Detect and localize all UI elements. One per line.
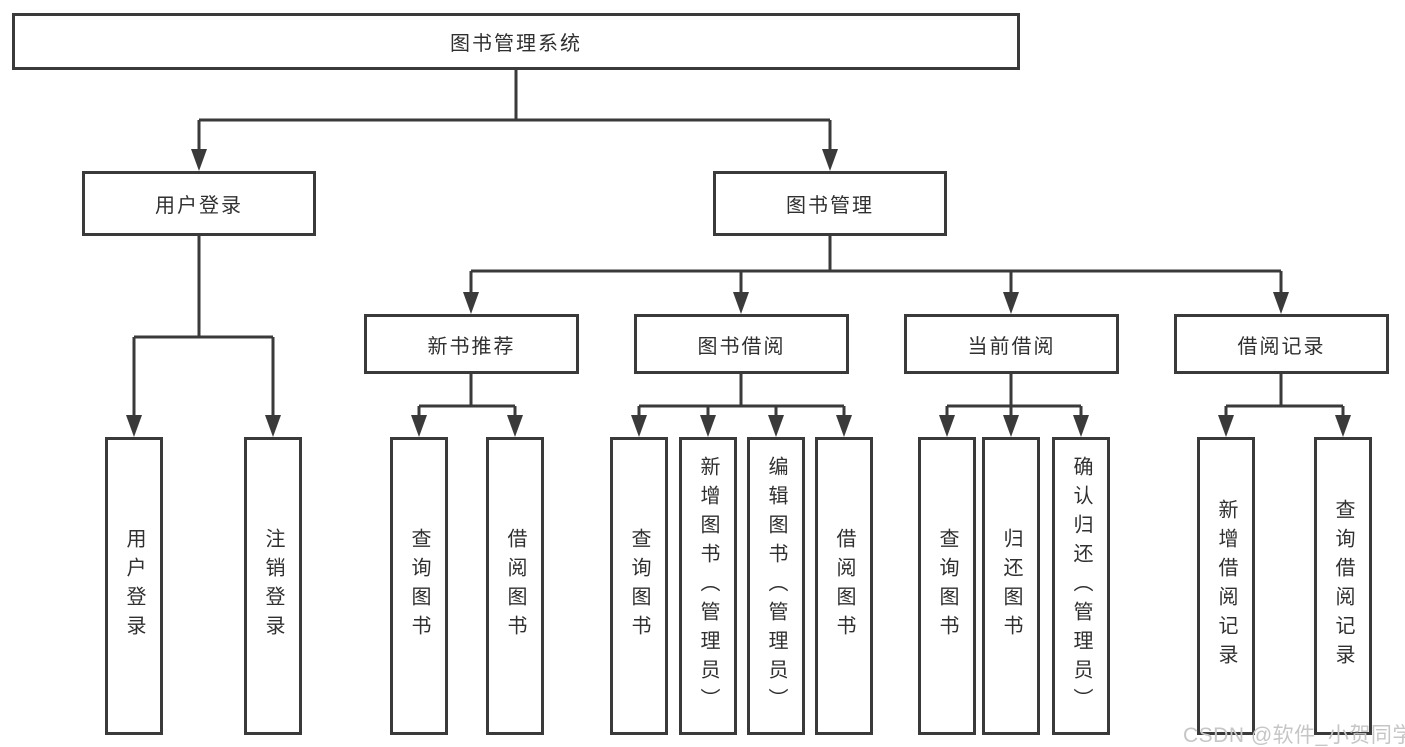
node-leaf-borrow-query-books: 查询图书 <box>610 437 668 735</box>
node-leaf-borrow-borrow-books: 借阅图书 <box>815 437 873 735</box>
node-new-book-recommend: 新书推荐 <box>364 314 579 374</box>
node-leaf-current-return-books: 归还图书 <box>982 437 1040 735</box>
node-current-borrow: 当前借阅 <box>904 314 1119 374</box>
node-book-borrow: 图书借阅 <box>634 314 849 374</box>
node-leaf-user-login: 用户登录 <box>105 437 163 735</box>
node-book-management-label: 图书管理 <box>786 195 874 217</box>
leaf-label: 查询图书 <box>628 528 650 644</box>
leaf-label: 新增借阅记录 <box>1215 499 1237 673</box>
leaf-label: 新增图书（管理员） <box>697 455 719 717</box>
node-leaf-current-confirm-return-admin: 确认归还（管理员） <box>1052 437 1110 735</box>
leaf-label: 用户登录 <box>123 528 145 644</box>
leaf-label: 查询图书 <box>408 528 430 644</box>
node-leaf-borrow-edit-books-admin: 编辑图书（管理员） <box>747 437 805 735</box>
node-root-system: 图书管理系统 <box>12 13 1020 70</box>
node-borrow-record-label: 借阅记录 <box>1237 335 1326 358</box>
csdn-watermark: CSDN @软件_小贺同学 <box>1183 724 1405 747</box>
leaf-label: 归还图书 <box>1000 528 1022 644</box>
leaf-label: 注销登录 <box>262 528 284 644</box>
leaf-label: 确认归还（管理员） <box>1070 455 1092 717</box>
node-new-book-recommend-label: 新书推荐 <box>427 335 516 358</box>
leaf-label: 查询借阅记录 <box>1332 499 1354 673</box>
leaf-label: 借阅图书 <box>833 528 855 644</box>
node-leaf-recommend-query-books: 查询图书 <box>390 437 448 735</box>
leaf-label: 查询图书 <box>936 528 958 644</box>
leaf-label: 编辑图书（管理员） <box>765 455 787 717</box>
node-borrow-record: 借阅记录 <box>1174 314 1389 374</box>
node-leaf-record-query-borrow-record: 查询借阅记录 <box>1314 437 1372 735</box>
arrowheads <box>126 149 1351 437</box>
node-leaf-recommend-borrow-books: 借阅图书 <box>486 437 544 735</box>
node-leaf-current-query-books: 查询图书 <box>918 437 976 735</box>
node-book-borrow-label: 图书借阅 <box>697 335 786 358</box>
leaf-label: 借阅图书 <box>504 528 526 644</box>
node-leaf-record-add-borrow-record: 新增借阅记录 <box>1197 437 1255 735</box>
node-current-borrow-label: 当前借阅 <box>967 335 1056 358</box>
node-book-management: 图书管理 <box>713 171 947 236</box>
node-user-login-label: 用户登录 <box>155 195 243 217</box>
node-root-label: 图书管理系统 <box>450 33 582 55</box>
node-leaf-logout: 注销登录 <box>244 437 302 735</box>
node-leaf-borrow-add-books-admin: 新增图书（管理员） <box>679 437 737 735</box>
node-user-login: 用户登录 <box>82 171 316 236</box>
